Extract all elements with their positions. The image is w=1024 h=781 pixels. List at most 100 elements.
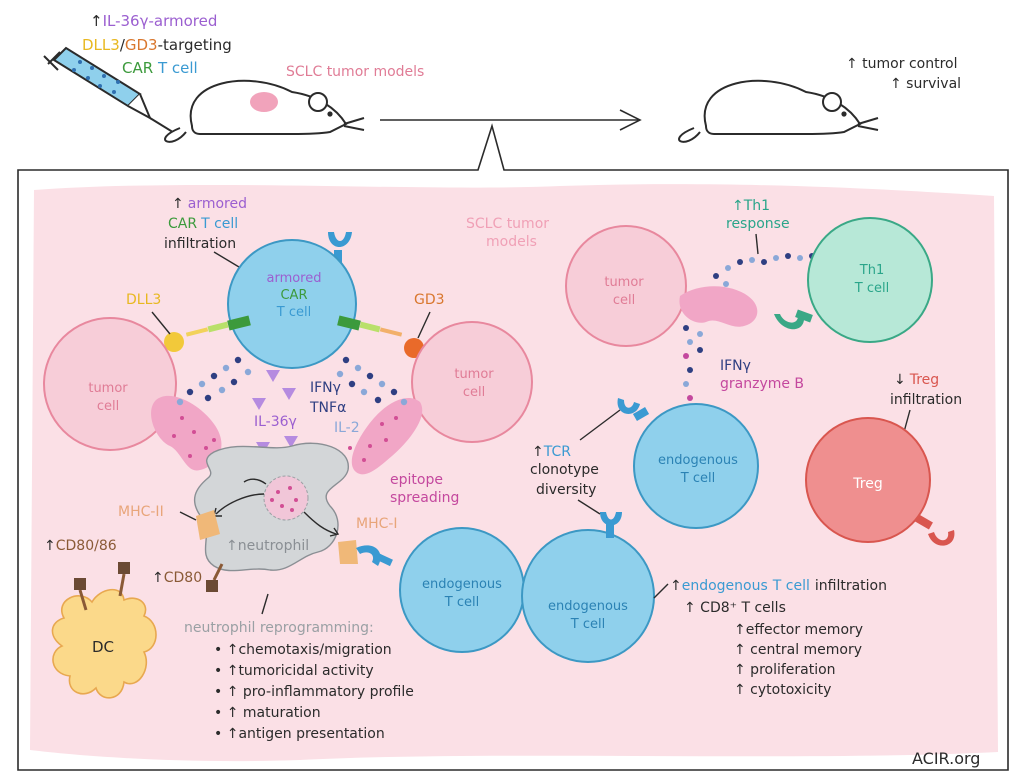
tumor-spot-icon xyxy=(250,92,278,112)
tumor-debris-left xyxy=(151,395,222,471)
car-cell-line3: T cell xyxy=(276,305,311,320)
svg-text:tumor: tumor xyxy=(88,381,128,396)
svg-text:T cell: T cell xyxy=(570,617,605,632)
neutrophil-label: ↑neutrophil xyxy=(226,538,309,554)
svg-text:T cell: T cell xyxy=(854,281,889,296)
tnfa-label: TNFα xyxy=(309,400,346,416)
epitope-label: epitope xyxy=(390,472,443,488)
svg-text:DLL3/GD3-targeting: DLL3/GD3-targeting xyxy=(82,36,232,54)
svg-text:cell: cell xyxy=(97,399,119,414)
dendritic-cell xyxy=(51,588,157,699)
infiltration-label: infiltration xyxy=(164,236,236,252)
endo-infil-tcell: T cell xyxy=(772,578,810,594)
tcell-up-label: T cell xyxy=(200,216,238,232)
nucleus-speckles xyxy=(270,486,298,512)
th1-response-line1: ↑Th1 xyxy=(732,198,770,214)
diversity-label: diversity xyxy=(536,482,596,498)
neutrophil-reprogramming-title: neutrophil reprogramming: xyxy=(184,620,374,636)
tcr-icon-cell3 xyxy=(617,398,650,421)
treg-down-label: Treg xyxy=(909,372,939,388)
car-cell-line1: armored xyxy=(266,271,321,286)
cd8-item-4: ↑ proliferation xyxy=(734,662,836,678)
reprog-item-2: • ↑tumoricidal activity xyxy=(214,663,374,679)
svg-text:↑armored: ↑armored xyxy=(172,196,247,212)
treatment-arrow xyxy=(380,109,642,131)
th1-t-cell xyxy=(807,217,933,343)
dll3-panel-label: DLL3 xyxy=(126,292,161,308)
car-cell-line2: CAR xyxy=(280,288,307,303)
th1-response-line2: response xyxy=(726,216,790,232)
mhc1-label: MHC-I xyxy=(356,516,398,532)
svg-text:endogenous: endogenous xyxy=(422,577,502,592)
gd3-panel-label: GD3 xyxy=(414,292,445,308)
svg-text:↑TCR: ↑TCR xyxy=(532,444,571,460)
sclc-panel-line2: models xyxy=(486,234,537,250)
sclc-tumor-models-top-label: SCLC tumor models xyxy=(286,64,424,80)
cd80-label: CD80 xyxy=(164,570,202,586)
granzyme-label: granzyme B xyxy=(720,376,804,392)
endo-infil-endogenous: endogenous xyxy=(682,578,768,594)
mhc2-receptor xyxy=(196,510,220,540)
dc-label: DC xyxy=(92,638,114,656)
tumor-debris-upper-right xyxy=(679,286,758,327)
spreading-label: spreading xyxy=(390,490,459,506)
cd8086-label: CD80/86 xyxy=(56,538,117,554)
ifng-label: IFNγ xyxy=(310,380,341,396)
svg-text:↑CD80: ↑CD80 xyxy=(152,570,202,586)
endogenous-t-cell-2 xyxy=(521,529,655,663)
svg-text:cell: cell xyxy=(463,385,485,400)
gd3-top-label: GD3 xyxy=(125,36,158,54)
treg-cell-label: Treg xyxy=(852,476,882,492)
sclc-panel-line1: SCLC tumor xyxy=(466,216,549,232)
svg-text:T cell: T cell xyxy=(680,471,715,486)
armored-up-label: armored xyxy=(188,196,247,212)
tcr-icon-near-mhc1 xyxy=(356,545,393,567)
car-top-label: CAR xyxy=(122,59,153,77)
cd80-receptor-neutrophil xyxy=(206,563,224,592)
cd8-item-2: ↑effector memory xyxy=(734,622,863,638)
svg-text:endogenous: endogenous xyxy=(548,599,628,614)
dll3-top-label: DLL3 xyxy=(82,36,120,54)
il36-armored-label: IL-36γ-armored xyxy=(103,12,218,30)
cd8-item-5: ↑ cytotoxicity xyxy=(734,682,831,698)
syringe-icon xyxy=(43,46,177,135)
cd8-item-3: ↑ central memory xyxy=(734,642,862,658)
svg-text:↑IL-36γ-armored: ↑IL-36γ-armored xyxy=(90,12,217,30)
svg-text:↑CD80/86: ↑CD80/86 xyxy=(44,538,117,554)
survival-label: ↑ survival xyxy=(890,76,961,92)
mhc1-receptor xyxy=(338,540,358,564)
car-t-cell xyxy=(227,239,357,369)
tumor-cell-left xyxy=(43,317,177,451)
mouse-icon-outcome xyxy=(678,79,879,143)
reprog-item-1: • ↑chemotaxis/migration xyxy=(214,642,392,658)
svg-text:Th1: Th1 xyxy=(859,263,884,278)
reprog-item-4: • ↑ maturation xyxy=(214,705,321,721)
th1-receptor-icon xyxy=(774,309,813,330)
il2-label: IL-2 xyxy=(334,420,360,436)
endo-infil-infiltration: infiltration xyxy=(815,578,887,594)
car-up-label: CAR xyxy=(168,216,197,232)
cytokine-dots-right xyxy=(336,356,408,406)
treg-receptor-icon xyxy=(915,514,955,546)
tcr-icon-cell2 xyxy=(600,512,622,538)
cytokine-dots-th1 xyxy=(713,253,815,287)
treg-infiltration-label: infiltration xyxy=(890,392,962,408)
car-receptor-icon xyxy=(328,232,352,266)
car-construct-left xyxy=(164,315,251,352)
tumor-debris-right xyxy=(351,397,423,475)
il36-label: IL-36γ xyxy=(254,414,297,430)
cd80-receptors-dc xyxy=(74,562,130,611)
neutrophil-nucleus xyxy=(263,475,309,521)
svg-text:CAR T cell: CAR T cell xyxy=(122,59,198,77)
clonotype-label: clonotype xyxy=(530,462,599,478)
ifng-right-label: IFNγ xyxy=(720,358,751,374)
svg-text:endogenous: endogenous xyxy=(658,453,738,468)
tcell-top-label: T cell xyxy=(157,59,198,77)
endogenous-t-cell-3 xyxy=(633,403,759,529)
cd8-item-1: ↑ CD8⁺ T cells xyxy=(684,600,786,616)
mhc2-label: MHC-II xyxy=(118,504,164,520)
acir-watermark: ACIR.org xyxy=(912,749,980,768)
svg-text:tumor: tumor xyxy=(454,367,494,382)
